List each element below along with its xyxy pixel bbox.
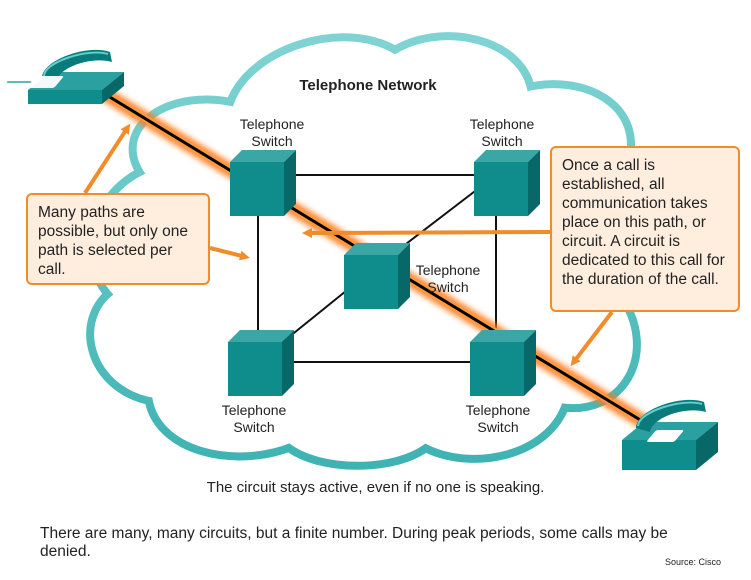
switch-label: Telephone Switch xyxy=(469,116,535,149)
switch-label: Telephone Switch xyxy=(465,402,531,435)
switch-icon xyxy=(474,150,540,216)
switch-label: Telephone Switch xyxy=(415,262,481,295)
switch-icon xyxy=(470,330,536,396)
telephone-icon xyxy=(622,399,718,470)
switch-label: Telephone Switch xyxy=(221,402,287,435)
switch-icon xyxy=(228,330,294,396)
source-credit: Source: Cisco xyxy=(664,557,721,567)
diagram-caption: The circuit stays active, even if no one… xyxy=(206,479,545,496)
switch-icon xyxy=(230,150,296,216)
network-title: Telephone Network xyxy=(299,77,437,94)
callout-dedicated-circuit: Once a call is established, all communic… xyxy=(550,146,740,312)
switch-icon xyxy=(344,243,410,309)
telephone-icon xyxy=(6,49,124,104)
switch-label: Telephone Switch xyxy=(239,116,305,149)
arrow-icon xyxy=(83,123,614,367)
callout-many-paths: Many paths are possible, but only one pa… xyxy=(26,193,210,285)
footnote: There are many, many circuits, but a fin… xyxy=(40,525,668,560)
